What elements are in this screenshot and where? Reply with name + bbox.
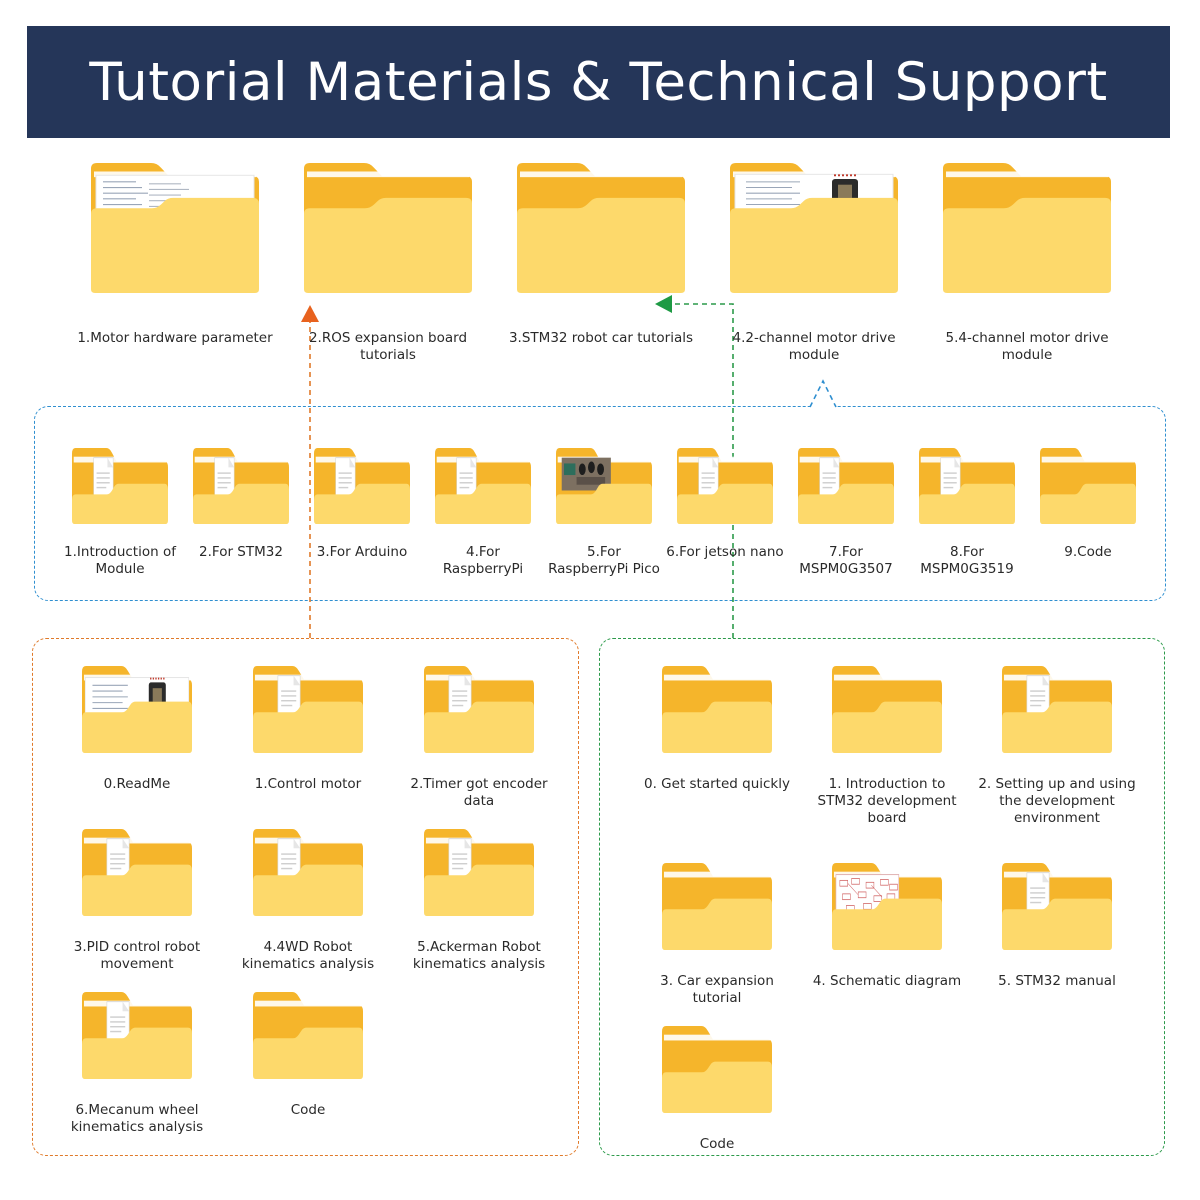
motor-drive-folder-8-for-mspm0g3519[interactable]	[919, 448, 1015, 524]
folder-icon	[798, 448, 894, 524]
folder-icon	[314, 448, 410, 524]
stm32-folder-label: 4. Schematic diagram	[812, 973, 962, 989]
blue-callout-notch	[809, 379, 837, 408]
stm32-folder-label: 0. Get started quickly	[644, 776, 790, 792]
top-folder-5-4-channel-motor-drive-module[interactable]	[943, 163, 1111, 293]
folder-icon	[730, 163, 898, 293]
top-folder-label: 3.STM32 robot car tutorials	[508, 330, 694, 346]
folder-icon	[662, 666, 772, 753]
folder-icon	[1002, 863, 1112, 950]
folder-icon	[253, 666, 363, 753]
top-folder-label: 2.ROS expansion board tutorials	[308, 330, 468, 363]
motor-drive-folder-5-for-raspberrypi-pico[interactable]	[556, 448, 652, 524]
ros-folder-0-readme[interactable]	[82, 666, 192, 753]
folder-icon	[919, 448, 1015, 524]
ros-folder-label: 3.PID control robot movement	[73, 939, 201, 972]
top-folder-1-motor-hardware-parameter[interactable]	[91, 163, 259, 293]
folder-icon	[1002, 666, 1112, 753]
stm32-robot-car-group	[599, 638, 1165, 1156]
folder-icon	[304, 163, 472, 293]
motor-drive-folder-label: 5.For RaspberryPi Pico	[548, 544, 660, 577]
folder-icon	[424, 829, 534, 916]
ros-folder-label: 2.Timer got encoder data	[410, 776, 548, 809]
motor-drive-folder-2-for-stm32[interactable]	[193, 448, 289, 524]
motor-drive-folder-9-code[interactable]	[1040, 448, 1136, 524]
ros-folder-1-control-motor[interactable]	[253, 666, 363, 753]
stm32-folder-label: 3. Car expansion tutorial	[660, 973, 774, 1006]
motor-drive-folder-label: 8.For MSPM0G3519	[920, 544, 1014, 577]
ros-folder-label: 6.Mecanum wheel kinematics analysis	[70, 1102, 204, 1135]
top-folder-label: 5.4-channel motor drive module	[945, 330, 1109, 363]
folder-icon	[662, 863, 772, 950]
folder-icon	[91, 163, 259, 293]
ros-folder-4-4wd-robot-kinematics-analysis[interactable]	[253, 829, 363, 916]
folder-icon	[424, 666, 534, 753]
motor-drive-folder-label: 3.For Arduino	[316, 544, 408, 560]
orange-arrow-head	[301, 305, 319, 322]
folder-icon	[662, 1026, 772, 1113]
stm32-folder-4-schematic-diagram[interactable]	[832, 863, 942, 950]
motor-drive-folder-1-introduction-of-module[interactable]	[72, 448, 168, 524]
top-folder-4-2-channel-motor-drive-module[interactable]	[730, 163, 898, 293]
ros-folder-label: Code	[290, 1102, 326, 1118]
motor-drive-folder-label: 1.Introduction of Module	[64, 544, 176, 577]
folder-icon	[556, 448, 652, 524]
folder-icon	[82, 992, 192, 1079]
folder-icon	[253, 829, 363, 916]
ros-expansion-board-group	[32, 638, 579, 1156]
motor-drive-folder-label: 2.For STM32	[199, 544, 283, 560]
motor-drive-folder-4-for-raspberrypi[interactable]	[435, 448, 531, 524]
stm32-folder-label: Code	[699, 1136, 735, 1152]
folder-icon	[1040, 448, 1136, 524]
top-folder-label: 1.Motor hardware parameter	[77, 330, 273, 346]
green-connector-line	[672, 303, 734, 638]
stm32-folder-5-stm32-manual[interactable]	[1002, 863, 1112, 950]
motor-drive-folder-label: 6.For jetson nano	[666, 544, 784, 560]
ros-folder-2-timer-got-encoder-data[interactable]	[424, 666, 534, 753]
stm32-folder-label: 5. STM32 manual	[998, 973, 1116, 989]
stm32-folder-1-introduction-to-stm32-development-board[interactable]	[832, 666, 942, 753]
ros-folder-label: 1.Control motor	[254, 776, 362, 792]
ros-folder-code[interactable]	[253, 992, 363, 1079]
green-arrow-head	[655, 295, 672, 313]
folder-icon	[832, 863, 942, 950]
page-title: Tutorial Materials & Technical Support	[89, 51, 1108, 113]
motor-drive-folder-6-for-jetson-nano[interactable]	[677, 448, 773, 524]
folder-icon	[435, 448, 531, 524]
ros-folder-3-pid-control-robot-movement[interactable]	[82, 829, 192, 916]
folder-icon	[82, 666, 192, 753]
folder-icon	[82, 829, 192, 916]
ros-folder-label: 0.ReadMe	[103, 776, 171, 792]
motor-drive-folder-label: 4.For RaspberryPi	[442, 544, 524, 577]
folder-icon	[832, 666, 942, 753]
title-banner: Tutorial Materials & Technical Support	[27, 26, 1170, 138]
folder-icon	[517, 163, 685, 293]
motor-drive-folder-label: 9.Code	[1064, 544, 1112, 560]
motor-drive-folder-3-for-arduino[interactable]	[314, 448, 410, 524]
stm32-folder-0-get-started-quickly[interactable]	[662, 666, 772, 753]
top-folder-3-stm32-robot-car-tutorials[interactable]	[517, 163, 685, 293]
stm32-folder-3-car-expansion-tutorial[interactable]	[662, 863, 772, 950]
folder-icon	[193, 448, 289, 524]
folder-icon	[677, 448, 773, 524]
ros-folder-label: 4.4WD Robot kinematics analysis	[241, 939, 375, 972]
stm32-folder-label: 1. Introduction to STM32 development boa…	[817, 776, 957, 826]
folder-icon	[72, 448, 168, 524]
stm32-folder-code[interactable]	[662, 1026, 772, 1113]
ros-folder-6-mecanum-wheel-kinematics-analysis[interactable]	[82, 992, 192, 1079]
top-folder-label: 4.2-channel motor drive module	[732, 330, 896, 363]
motor-drive-folder-label: 7.For MSPM0G3507	[799, 544, 893, 577]
motor-drive-module-group	[34, 406, 1166, 601]
motor-drive-folder-7-for-mspm0g3507[interactable]	[798, 448, 894, 524]
folder-icon	[253, 992, 363, 1079]
ros-folder-label: 5.Ackerman Robot kinematics analysis	[412, 939, 546, 972]
top-folder-2-ros-expansion-board-tutorials[interactable]	[304, 163, 472, 293]
folder-icon	[943, 163, 1111, 293]
stm32-folder-2-setting-up-and-using-the-development-environment[interactable]	[1002, 666, 1112, 753]
ros-folder-5-ackerman-robot-kinematics-analysis[interactable]	[424, 829, 534, 916]
stm32-folder-label: 2. Setting up and using the development …	[978, 776, 1136, 826]
